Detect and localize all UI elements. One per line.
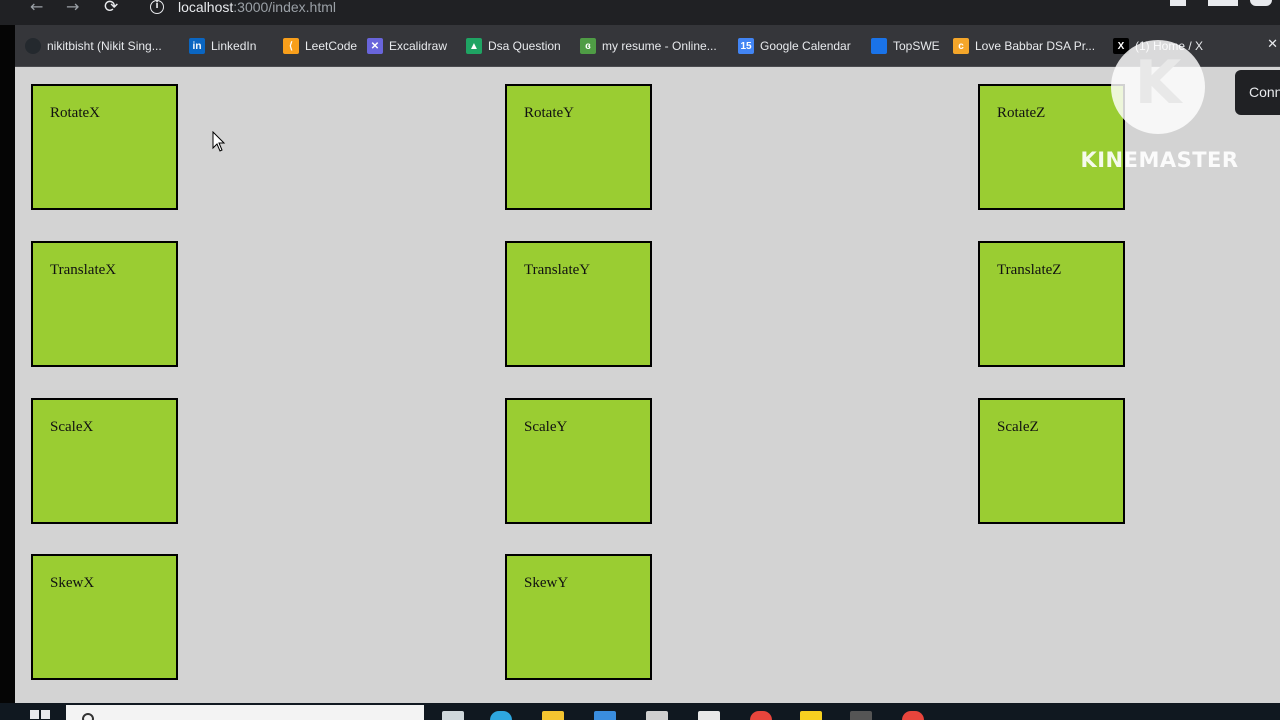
excalidraw-icon: ✕ — [367, 38, 383, 54]
task-view-icon[interactable] — [442, 711, 464, 720]
kinemaster-watermark: K KINEMASTER — [1072, 40, 1247, 180]
forward-button[interactable]: → — [66, 0, 80, 16]
box-label: ScaleY — [524, 419, 568, 435]
google-drive-icon: ▲ — [466, 38, 482, 54]
bookmark-label: Excalidraw — [389, 39, 448, 53]
paint-icon[interactable] — [698, 711, 720, 720]
chrome-icon[interactable] — [750, 711, 772, 720]
url-field[interactable]: localhost:3000/index.html — [178, 0, 336, 15]
edge-icon[interactable] — [490, 711, 512, 720]
bookmark-label: my resume - Online... — [602, 39, 717, 53]
bookmark-item[interactable]: 15 Google Calendar — [738, 37, 851, 55]
minimize-button[interactable] — [1170, 0, 1186, 6]
box-label: TranslateZ — [997, 262, 1062, 278]
search-icon — [82, 713, 94, 720]
bookmark-item[interactable]: ✕ Excalidraw — [367, 37, 447, 55]
transform-box-translatez[interactable]: TranslateZ — [978, 241, 1125, 367]
leetcode-icon: ⟨ — [283, 38, 299, 54]
site-info-icon[interactable]: i — [150, 0, 164, 14]
transform-box-scalex[interactable]: ScaleX — [31, 398, 178, 524]
bookmark-item[interactable]: TopSWE — [871, 37, 940, 55]
bookmark-label: LeetCode — [305, 39, 358, 53]
github-icon — [25, 38, 41, 54]
bookmark-item[interactable]: c Love Babbar DSA Pr... — [953, 37, 1095, 55]
bookmark-label: Love Babbar DSA Pr... — [975, 39, 1096, 53]
notes-icon[interactable] — [800, 711, 822, 720]
url-path: :3000/index.html — [233, 0, 336, 15]
box-label: SkewY — [524, 575, 569, 591]
left-edge — [0, 0, 15, 720]
watermark-letter: K — [1134, 48, 1182, 118]
box-label: TranslateX — [50, 262, 117, 278]
google-calendar-icon: 15 — [738, 38, 754, 54]
connect-tooltip[interactable]: Conn — [1235, 70, 1280, 115]
bookmark-label: nikitbisht (Nikit Sing... — [47, 39, 162, 53]
profile-icon[interactable] — [1250, 0, 1272, 6]
watermark-logo-icon: K — [1111, 40, 1205, 134]
bookmark-item[interactable]: in LinkedIn — [189, 37, 256, 55]
bookmark-label: TopSWE — [893, 39, 940, 53]
transform-box-rotatey[interactable]: RotateY — [505, 84, 652, 210]
box-label: RotateX — [50, 105, 100, 121]
bookmark-item[interactable]: ɞ my resume - Online... — [580, 37, 717, 55]
chrome-active-icon[interactable] — [902, 711, 924, 720]
file-explorer-icon[interactable] — [542, 711, 564, 720]
transform-box-scaley[interactable]: ScaleY — [505, 398, 652, 524]
box-label: SkewX — [50, 575, 95, 591]
mouse-cursor-icon — [212, 131, 226, 152]
more-bookmarks-icon[interactable]: ✕ — [1267, 37, 1278, 52]
overleaf-icon: ɞ — [580, 38, 596, 54]
box-label: RotateY — [524, 105, 574, 121]
watermark-text: KINEMASTER — [1080, 148, 1239, 172]
bookmark-label: LinkedIn — [211, 39, 257, 53]
bookmark-label: Google Calendar — [760, 39, 851, 53]
bookmark-item[interactable]: nikitbisht (Nikit Sing... — [25, 37, 162, 55]
love-babbar-icon: c — [953, 38, 969, 54]
transform-box-translatex[interactable]: TranslateX — [31, 241, 178, 367]
back-button[interactable]: ← — [30, 0, 44, 16]
page-content: RotateX RotateY RotateZ TranslateX Translate… — [15, 67, 1280, 703]
bookmarks-bar: ✕ nikitbisht (Nikit Sing... in LinkedIn ⟨ Le… — [15, 25, 1280, 67]
bookmark-label: Dsa Question — [488, 39, 561, 53]
transform-box-scalez[interactable]: ScaleZ — [978, 398, 1125, 524]
reload-button[interactable]: ⟳ — [104, 0, 119, 17]
address-bar: ← → ⟳ i localhost:3000/index.html — [0, 0, 1280, 25]
box-label: ScaleZ — [997, 419, 1039, 435]
box-label: RotateZ — [997, 105, 1046, 121]
transform-box-rotatex[interactable]: RotateX — [31, 84, 178, 210]
bookmark-item[interactable]: ⟨ LeetCode — [283, 37, 357, 55]
transform-box-translatey[interactable]: TranslateY — [505, 241, 652, 367]
transform-box-skewy[interactable]: SkewY — [505, 554, 652, 680]
taskbar-search-input[interactable] — [66, 705, 424, 720]
transform-box-skewx[interactable]: SkewX — [31, 554, 178, 680]
mail-icon[interactable] — [646, 711, 668, 720]
url-host: localhost — [178, 0, 234, 15]
linkedin-icon: in — [189, 38, 205, 54]
x-icon: X — [1113, 38, 1129, 54]
topswe-icon — [871, 38, 887, 54]
transform-box-rotatez[interactable]: RotateZ — [978, 84, 1125, 210]
terminal-icon[interactable] — [850, 711, 872, 720]
windows-start-icon[interactable] — [30, 710, 50, 720]
box-label: TranslateY — [524, 262, 591, 278]
box-label: ScaleX — [50, 419, 94, 435]
store-icon[interactable] — [594, 711, 616, 720]
bookmark-item[interactable]: ▲ Dsa Question — [466, 37, 561, 55]
maximize-button[interactable] — [1208, 0, 1238, 6]
